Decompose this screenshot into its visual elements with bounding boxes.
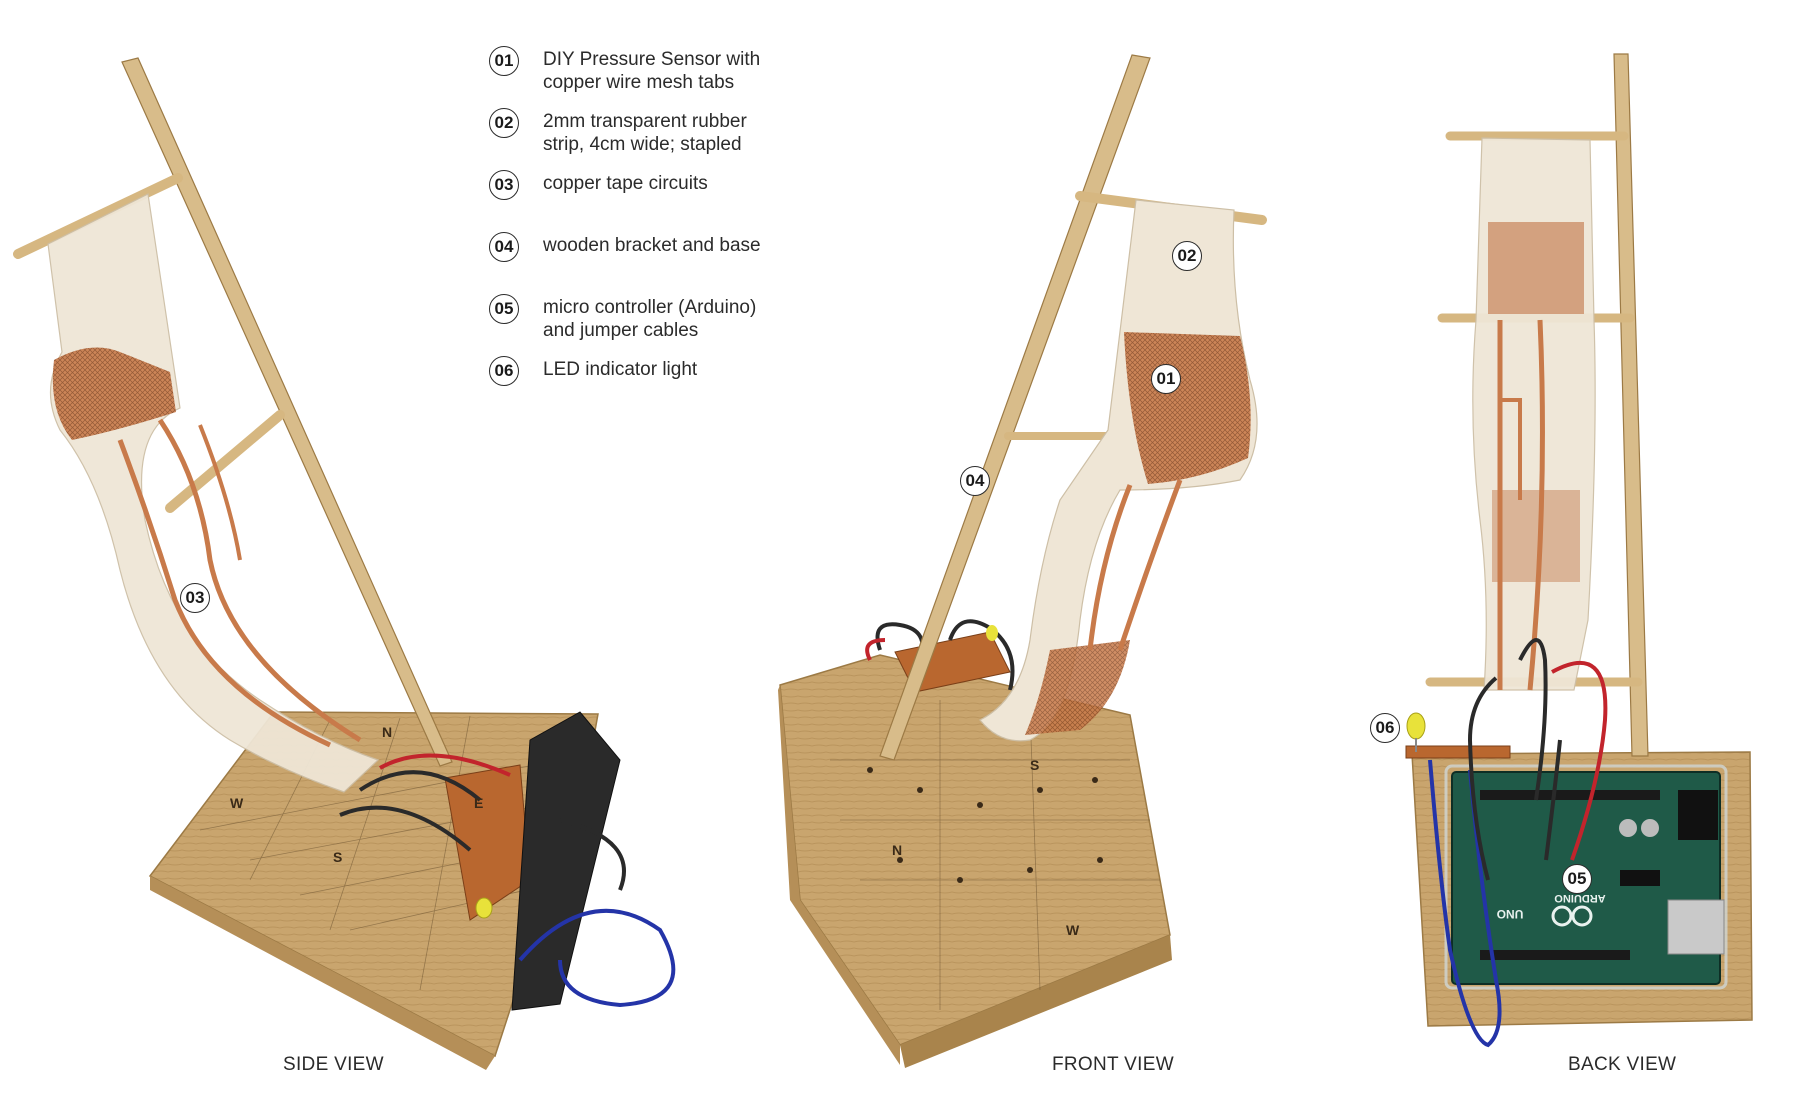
back-arduino-case [1444,764,1728,990]
legend-item-02: 02 2mm transparent rubber strip, 4cm wid… [489,108,789,164]
callout-front-01: 01 [1151,364,1181,394]
side-arduino-board [511,711,621,1011]
back-wire-red [1551,661,1608,861]
legend-text: LED indicator light [543,359,698,380]
callout-back-05: 05 [1562,864,1592,894]
back-arduino-model: UNO [1497,907,1524,921]
side-copper-trace-c [198,424,242,561]
callout-back-06: 06 [1370,713,1400,743]
back-copper-trace-c [1498,398,1522,500]
front-view-photo: S N W [778,54,1267,1068]
back-arduino-capacitor-1 [1619,819,1637,837]
legend-number: 01 [489,46,519,76]
side-base-front-face [150,876,495,1070]
front-led [986,625,998,641]
legend-number: 03 [489,170,519,200]
caption-side-view: SIDE VIEW [283,1054,384,1075]
legend-item-01: 01 DIY Pressure Sensor with copper wire … [489,46,789,102]
front-wooden-base-top [779,654,1171,1046]
legend-number: 06 [489,356,519,386]
side-wire-black-3 [559,818,626,891]
back-arduino-brand: ARDUINO [1554,892,1606,904]
legend-item-05: 05 micro controller (Arduino) and jumper… [489,294,789,350]
side-mark-s: S [333,849,342,865]
legend-text: copper tape circuits [543,173,708,194]
back-view-photo: ARDUINO UNO [1405,53,1753,1048]
side-mark-e: E [474,795,483,811]
side-copper-trace-b [157,418,362,743]
legend-number: 05 [489,294,519,324]
back-wire-black-3 [1544,739,1562,861]
side-wooden-bracket [121,57,453,767]
callout-front-04: 04 [960,466,990,496]
front-base-holes [867,767,1103,883]
back-rubber-strip [1472,137,1596,691]
side-rubber-strip [47,193,380,793]
side-middle-dowel [165,410,285,513]
back-sensor-patch-top [1488,222,1584,314]
side-wire-black-1 [358,770,482,802]
front-mark-s: S [1030,757,1039,773]
caption-back-view: BACK VIEW [1568,1054,1677,1075]
back-led [1406,712,1426,740]
back-wire-black-2 [1518,638,1548,801]
front-pressure-sensor-mesh [1124,332,1251,484]
back-arduino-chip [1620,870,1660,886]
legend-text: wooden bracket and base [543,235,761,256]
callout-side-03: 03 [180,583,210,613]
side-wire-red [379,753,511,777]
side-view-photo: N E S W [13,57,676,1070]
front-mark-n: N [892,842,902,858]
side-copper-trace-a [117,439,332,748]
front-wooden-base-front [900,935,1172,1068]
side-wire-blue [518,908,676,1008]
side-pressure-sensor-mesh [52,347,176,440]
legend-text: micro controller (Arduino) and jumper ca… [543,297,757,341]
back-arduino-logo [1551,905,1593,927]
back-wooden-bracket [1613,53,1649,757]
back-arduino-header-top [1480,790,1660,800]
back-wire-blue [1428,759,1502,1048]
legend-text: DIY Pressure Sensor with copper wire mes… [543,49,761,93]
back-arduino-usb [1667,899,1725,955]
back-sensor-patch-lower [1492,490,1580,582]
front-wooden-bracket [879,54,1151,761]
front-mark-w: W [1066,922,1080,938]
back-wire-black-1 [1467,676,1498,881]
back-arduino-header-bottom [1480,950,1630,960]
side-wire-black-2 [339,805,472,852]
front-wire-red [865,638,886,661]
back-perfboard [1405,745,1511,759]
side-top-dowel [13,173,183,259]
side-mark-w: W [230,795,244,811]
legend-text: 2mm transparent rubber strip, 4cm wide; … [543,111,747,155]
legend-number: 02 [489,108,519,138]
side-led [475,897,493,919]
legend-item-04: 04 wooden bracket and base [489,232,789,288]
legend-number: 04 [489,232,519,262]
front-copper-trace-b [1117,479,1183,651]
callout-front-02: 02 [1172,241,1202,271]
back-arduino-power-jack [1678,790,1718,840]
front-lower-mesh [1025,640,1130,735]
back-arduino-capacitor-2 [1641,819,1659,837]
legend-item-03: 03 copper tape circuits [489,170,789,226]
front-base-grid [830,700,1160,1010]
front-copper-trace-a [1087,484,1133,651]
caption-front-view: FRONT VIEW [1052,1054,1174,1075]
legend-item-06: 06 LED indicator light [489,356,789,412]
side-mark-n: N [382,724,392,740]
